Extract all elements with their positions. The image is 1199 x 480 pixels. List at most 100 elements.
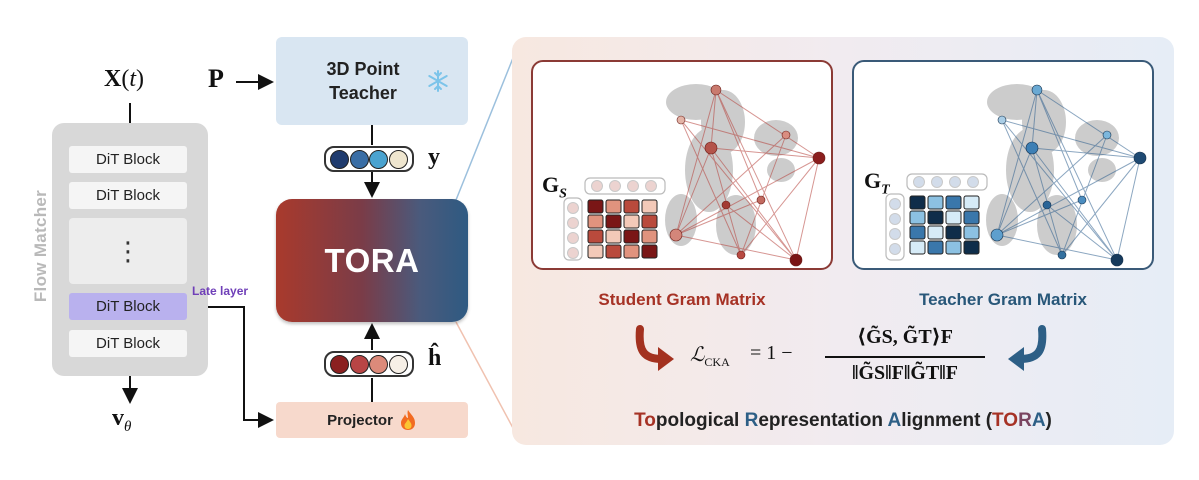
student-gram-cell: [641, 229, 658, 244]
dit-block-ellipsis: ⋮: [69, 218, 187, 284]
teacher-gram-cell: [927, 225, 944, 240]
teacher-gram-cell: [945, 240, 962, 255]
student-gram-label: GS: [542, 172, 567, 202]
teacher-gram-cell: [927, 210, 944, 225]
student-gram-left-dot: [567, 247, 579, 259]
teacher-gram-cell: [963, 225, 980, 240]
projector-label: Projector: [327, 411, 393, 429]
teacher-feature-label: y: [428, 144, 440, 170]
student-gram-cell: [605, 214, 622, 229]
footer-initial-a: A: [887, 410, 902, 431]
footer-acronym-a: A: [1031, 410, 1046, 431]
teacher-gram-cell: [963, 210, 980, 225]
teacher-gram-left-dot: [889, 243, 901, 255]
student-gram-cell: [605, 229, 622, 244]
dit-block-late-layer: DiT Block: [69, 293, 187, 320]
teacher-feature-dot-1: [330, 149, 350, 169]
teacher-gram-top-dot: [949, 176, 961, 188]
loss-lhs-symbol: ℒ: [690, 344, 705, 366]
teacher-gram-cell: [927, 195, 944, 210]
teacher-gram-cell: [945, 225, 962, 240]
teacher-gram-matrix: [885, 173, 988, 261]
teacher-gram-cell: [909, 195, 926, 210]
student-feature-dot-1: [330, 354, 350, 374]
teacher-feature-vector: [324, 146, 414, 172]
teacher-gram-cell: [963, 240, 980, 255]
teacher-feature-dot-4: [388, 149, 408, 169]
teacher-gram-cell: [927, 240, 944, 255]
flow-matcher-title: Flow Matcher: [31, 189, 50, 303]
student-gram-matrix: [563, 177, 666, 261]
teacher-gram-cell: [909, 225, 926, 240]
student-edges: [675, 89, 820, 261]
student-feature-dot-4: [388, 354, 408, 374]
tora-module: TORA: [276, 199, 468, 322]
teacher-feature-dot-3: [369, 149, 389, 169]
student-gram-cell: [623, 214, 640, 229]
dit-block-2: DiT Block: [69, 182, 187, 209]
student-feature-dot-2: [349, 354, 369, 374]
teacher-gram-top-dot: [967, 176, 979, 188]
fire-icon: [400, 410, 415, 430]
flow-input-label: X(t): [104, 66, 145, 92]
teacher-to-loss-arrow: [1008, 325, 1047, 371]
dit-block-1: DiT Block: [69, 146, 187, 173]
loss-lhs: ℒCKA: [690, 342, 730, 370]
teacher-nodes: [990, 84, 1147, 267]
loss-fraction-bar: [825, 356, 985, 358]
teacher-gram-label: GT: [864, 168, 890, 198]
tora-full-name: Topological Representation Alignment (TO…: [512, 410, 1174, 432]
student-gram-label-base: G: [542, 172, 560, 197]
student-silhouette: [665, 84, 798, 255]
student-feature-label: ĥ: [428, 345, 442, 371]
student-gram-cell: [587, 199, 604, 214]
footer-word-epresentation: epresentation: [758, 410, 883, 431]
teacher-feature-dot-2: [349, 149, 369, 169]
point-teacher-box: 3D Point Teacher: [276, 37, 468, 125]
teacher-gram-left-dot: [889, 198, 901, 210]
arrow-late-layer-to-projector: [187, 306, 274, 428]
footer-acronym-r: R: [1018, 410, 1032, 431]
student-gram-cell: [641, 214, 658, 229]
loss-denominator: ‖G̃S‖F‖G̃T‖F: [852, 362, 958, 384]
footer-word-pological: pological: [655, 410, 740, 431]
student-gram-cell: [623, 229, 640, 244]
footer-initial-r: R: [744, 410, 759, 431]
student-gram-left-dot: [567, 217, 579, 229]
student-feature-dot-3: [369, 354, 389, 374]
student-gram-top-dot: [627, 180, 639, 192]
teacher-gram-label-base: G: [864, 168, 882, 193]
teacher-gram-label-sub: T: [881, 182, 890, 198]
teacher-gram-top-dot: [931, 176, 943, 188]
teacher-silhouette: [986, 84, 1119, 255]
teacher-title-line1: 3D Point: [326, 59, 400, 79]
student-gram-cell: [587, 244, 604, 259]
projector-box: Projector: [276, 402, 468, 438]
student-gram-top-dot: [609, 180, 621, 192]
teacher-gram-left-dot: [889, 228, 901, 240]
footer-acronym-to: TO: [992, 410, 1019, 431]
flow-output-label: vθ: [112, 405, 132, 435]
teacher-title-line2: Teacher: [329, 83, 397, 103]
loss-numerator: ⟨G̃S, G̃T⟩F: [856, 326, 954, 348]
callout-line-bottom: [455, 321, 514, 429]
student-gram-cell: [587, 229, 604, 244]
student-gram-label-sub: S: [559, 186, 567, 202]
footer-paren-close: ): [1045, 410, 1052, 431]
student-point-graph: [665, 84, 826, 267]
student-gram-top-dot: [645, 180, 657, 192]
student-gram-cell: [641, 199, 658, 214]
student-gram-cell: [641, 244, 658, 259]
student-gram-left-dot: [567, 232, 579, 244]
student-gram-top-dot: [591, 180, 603, 192]
footer-word-lignment: lignment: [901, 410, 981, 431]
student-gram-left-dot: [567, 202, 579, 214]
teacher-gram-cell: [909, 210, 926, 225]
ellipsis-glyph: ⋮: [115, 235, 141, 266]
teacher-gram-cell: [945, 210, 962, 225]
student-gram-cell: [587, 214, 604, 229]
teacher-gram-cell: [963, 195, 980, 210]
student-gram-cell: [605, 199, 622, 214]
teacher-gram-cell: [909, 240, 926, 255]
